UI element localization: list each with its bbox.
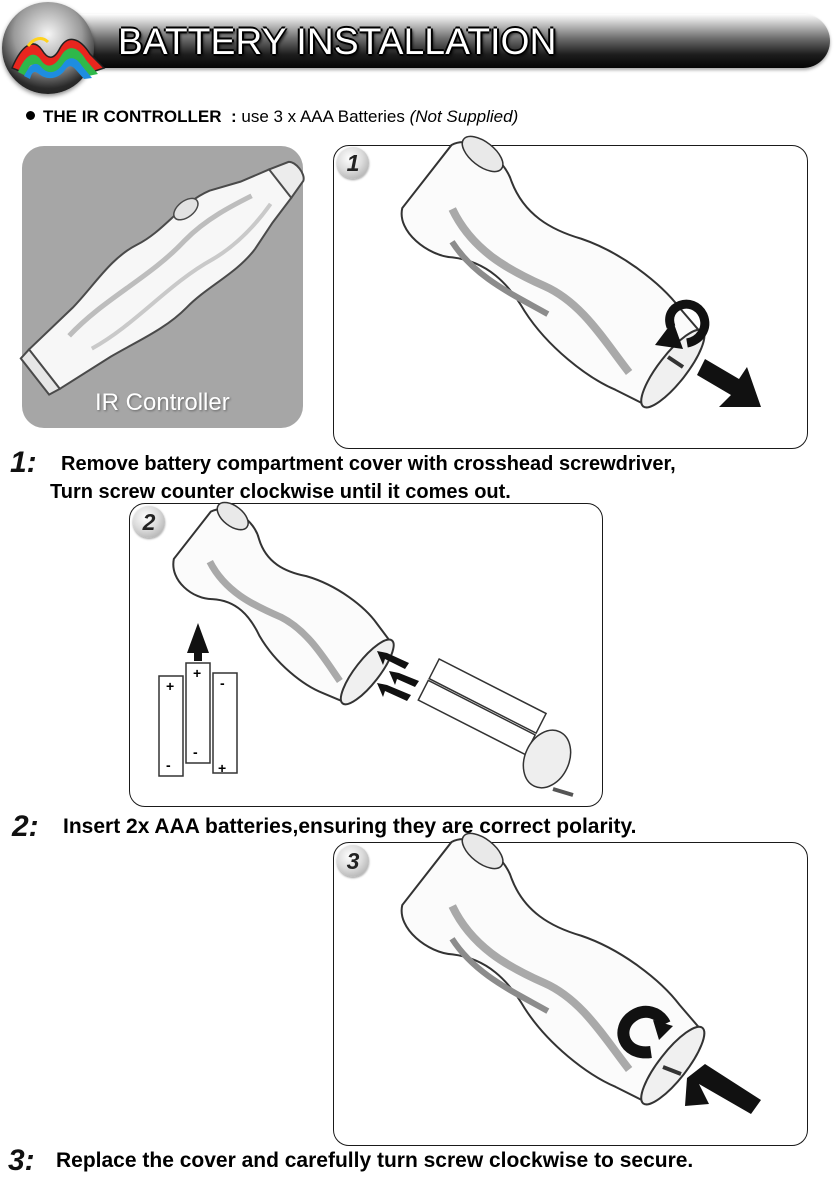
bullet-icon [26, 111, 35, 120]
battery-c-top-mark: - [220, 675, 225, 691]
battery-c-bottom-mark: + [218, 760, 226, 776]
ir-controller-illustration [22, 146, 303, 428]
rainbow-m-logo-icon [8, 24, 120, 80]
battery-a-bottom-mark: - [166, 757, 171, 773]
step-3-line-1: Replace the cover and carefully turn scr… [56, 1148, 693, 1174]
step-1-line-2: Turn screw counter clockwise until it co… [50, 479, 511, 505]
ir-controller-label: IR Controller [95, 389, 230, 417]
intro-separator: : [231, 107, 237, 126]
step-1-number: 1: [10, 446, 37, 480]
intro-line: THE IR CONTROLLER : use 3 x AAA Batterie… [26, 106, 518, 128]
battery-b-bottom-mark: - [193, 744, 198, 760]
battery-a-top-mark: + [166, 678, 174, 694]
step-2-number: 2: [12, 810, 39, 844]
step-1-line-1: Remove battery compartment cover with cr… [61, 451, 676, 477]
step-3-number: 3: [8, 1144, 35, 1178]
step-2-line-1: Insert 2x AAA batteries,ensuring they ar… [63, 814, 636, 840]
intro-note: (Not Supplied) [410, 107, 519, 126]
step-2-illustration [129, 503, 601, 805]
step-3-illustration [333, 842, 806, 1144]
battery-b-top-mark: + [193, 665, 201, 681]
page-title: BATTERY INSTALLATION [118, 20, 557, 64]
intro-text: use 3 x AAA Batteries [241, 107, 404, 126]
step-1-illustration [333, 145, 806, 447]
intro-label: THE IR CONTROLLER [43, 107, 222, 126]
